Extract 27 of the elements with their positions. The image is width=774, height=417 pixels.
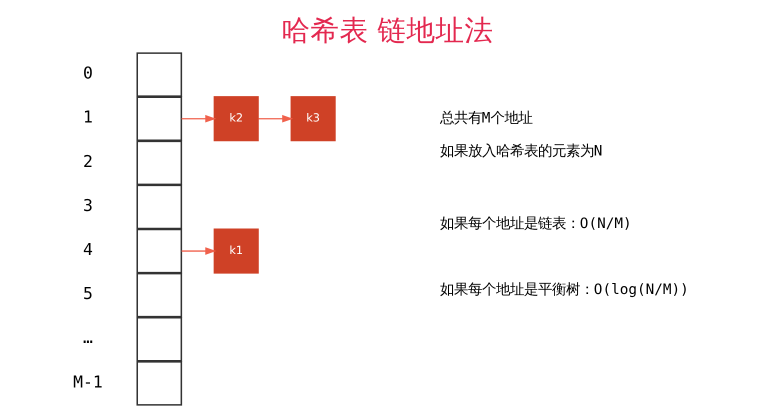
arrow — [181, 114, 216, 122]
node-box: k3 — [290, 96, 336, 141]
label: 如果每个地址是链表：O(N/M) — [439, 216, 632, 232]
node-label: 3 — [82, 195, 92, 214]
node-box — [136, 184, 182, 229]
node-label: 2 — [82, 151, 92, 170]
node-label: 1 — [82, 107, 92, 126]
label: 总共有M个地址 — [439, 110, 532, 126]
node-label: 0 — [82, 63, 92, 82]
node-box — [136, 96, 182, 141]
node-box — [136, 52, 182, 96]
label: 如果每个地址是平衡树：O(log(N/M)) — [439, 281, 688, 298]
node-label: M-1 — [72, 372, 102, 391]
node-box: k1 — [213, 228, 258, 274]
arrow — [181, 246, 216, 254]
node-box: k2 — [213, 96, 258, 141]
node-label: … — [82, 328, 92, 347]
node-label: 5 — [82, 284, 92, 303]
node-box — [136, 228, 182, 273]
node-label: 4 — [82, 239, 92, 258]
arrow — [258, 114, 293, 122]
diagram-title: 哈希表 链地址法 — [280, 12, 494, 47]
label: 如果放入哈希表的元素为N — [439, 142, 602, 159]
node-box — [136, 316, 182, 362]
node-box — [136, 360, 182, 406]
node-box — [136, 140, 182, 185]
node-box — [136, 272, 182, 317]
